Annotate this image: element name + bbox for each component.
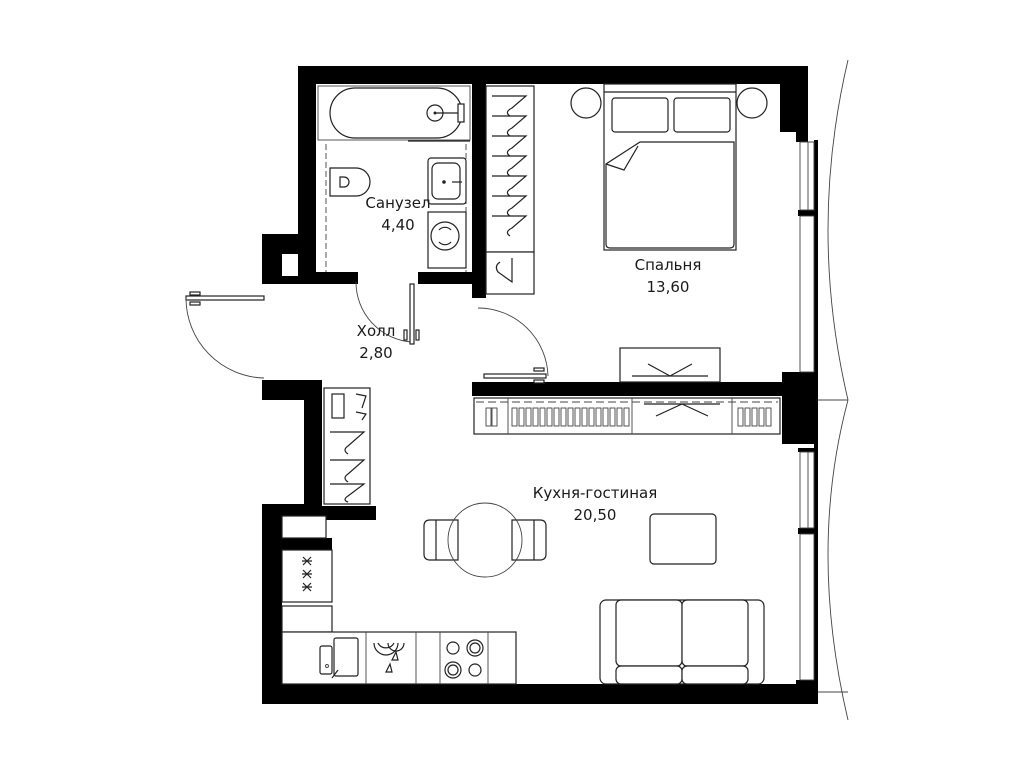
stove-icon <box>444 639 484 679</box>
bathtub-icon <box>317 85 471 142</box>
room-area: 4,40 <box>381 216 415 234</box>
room-label-kitchen-living: Кухня-гостиная 20,50 <box>520 482 670 526</box>
room-name: Холл <box>356 322 396 340</box>
room-label-bathroom: Санузел 4,40 <box>348 192 448 236</box>
room-name: Санузел <box>365 194 431 212</box>
walls <box>262 66 818 704</box>
kitchen-sink-icon <box>319 637 359 679</box>
windows <box>799 59 849 721</box>
washing-machine-icon <box>427 211 467 269</box>
double-bed-icon <box>603 83 737 251</box>
dining-set <box>423 502 547 578</box>
room-area: 13,60 <box>646 278 690 296</box>
chair-icon <box>423 519 459 561</box>
dish-rack-icon <box>373 642 405 673</box>
cooktop-side-icon <box>281 549 333 603</box>
bedroom-door-icon <box>477 307 549 384</box>
dresser-icon <box>619 347 721 383</box>
bathroom-fixtures <box>317 85 471 272</box>
room-label-hall: Холл 2,80 <box>336 320 416 364</box>
entrance-door-icon <box>185 291 265 379</box>
kitchen-counter <box>281 515 517 685</box>
storage-unit-icon <box>473 397 781 435</box>
wardrobe-icon <box>485 85 535 295</box>
sofa-icon <box>599 599 765 685</box>
room-name: Кухня-гостиная <box>532 484 658 502</box>
chair-icon <box>511 519 547 561</box>
hall-wardrobe-icon <box>323 387 371 505</box>
sink-icon <box>427 157 467 205</box>
nightstand-icon <box>570 87 602 119</box>
bathroom-door-icon <box>355 281 420 345</box>
room-name: Спальня <box>634 256 702 274</box>
room-label-bedroom: Спальня 13,60 <box>618 254 718 298</box>
room-area: 2,80 <box>359 344 393 362</box>
dining-table-icon <box>447 502 523 578</box>
doors <box>185 281 549 384</box>
room-area: 20,50 <box>573 506 617 524</box>
toilet-icon <box>329 167 371 197</box>
bedroom-fixtures <box>485 83 768 383</box>
nightstand-icon <box>736 87 768 119</box>
coffee-table-icon <box>649 513 717 565</box>
